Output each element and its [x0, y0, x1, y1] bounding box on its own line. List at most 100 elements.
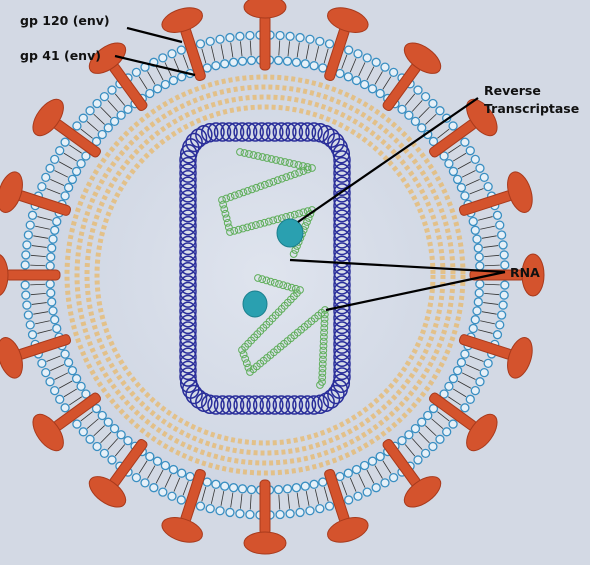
rna-nucleotide	[318, 364, 327, 373]
lipid-tail	[477, 329, 493, 334]
lipid-head-outer	[388, 67, 399, 78]
lipid-head-outer	[495, 320, 505, 330]
lipid-tail	[93, 425, 105, 437]
lipid-head-inner	[439, 389, 449, 399]
rna-strand-upper	[218, 148, 316, 258]
lipid-tail	[483, 245, 499, 248]
lipid-head-outer	[496, 230, 507, 240]
spike	[32, 98, 102, 158]
lipid-tail	[35, 320, 50, 325]
lipid-head-outer	[20, 280, 30, 290]
rna-nucleotide	[282, 173, 291, 182]
capsid-protein	[179, 156, 197, 177]
lipid-head-inner	[404, 110, 414, 120]
lipid-tail	[138, 76, 148, 90]
capsid-protein	[246, 395, 264, 415]
lipid-head-outer	[72, 419, 82, 429]
lipid-head-outer	[362, 487, 372, 497]
rna-nucleotide	[290, 170, 299, 178]
rna-nucleotide	[306, 210, 315, 218]
lipid-head-outer	[275, 30, 285, 41]
rna-nucleotide	[263, 154, 271, 162]
rna-nucleotide	[256, 219, 265, 228]
lipid-tail	[35, 225, 50, 230]
capsid-protein	[266, 395, 284, 415]
capsid-protein	[292, 395, 310, 415]
capsid-protein	[279, 122, 297, 142]
lipid-head-outer	[85, 106, 95, 116]
rna-nucleotide	[230, 226, 239, 235]
lipid-tail	[358, 473, 366, 488]
rna-nucleotide	[244, 363, 253, 372]
capsid-protein	[333, 216, 351, 236]
gp120-head	[243, 0, 287, 19]
rna-nucleotide	[220, 205, 229, 214]
lipid-head-inner	[81, 389, 91, 399]
rna-nucleotide	[303, 218, 311, 226]
lipid-head-outer	[149, 483, 159, 493]
spike	[243, 479, 287, 555]
gp120-head	[507, 337, 533, 379]
rna-nucleotide	[224, 223, 233, 232]
lipid-tail	[425, 425, 437, 437]
capsid-protein	[311, 394, 329, 415]
lipid-tail	[182, 54, 189, 69]
lipid-head-inner	[211, 479, 221, 489]
lipid-head-outer	[205, 504, 215, 514]
lipid-tail	[314, 489, 320, 504]
gp120-label: gp 120 (env)	[20, 13, 110, 28]
capsid-protein	[179, 347, 197, 368]
capsid-protein	[333, 367, 351, 387]
rna-nucleotide	[264, 217, 273, 226]
lipid-tail	[366, 469, 375, 484]
lipid-tail	[358, 62, 366, 77]
capsid-protein	[298, 395, 317, 415]
lipid-tail	[50, 179, 65, 186]
lipid-head-inner	[452, 174, 463, 185]
capsid-protein	[285, 395, 304, 415]
capsid-protein	[239, 395, 258, 415]
lipid-tail	[411, 438, 423, 450]
capsid-protein	[207, 122, 225, 142]
gp120-head	[327, 7, 369, 33]
capsid-protein	[201, 122, 219, 143]
reverse-transcriptase-molecules	[242, 218, 304, 318]
lipid-tail	[465, 179, 480, 186]
lipid-tail	[155, 66, 164, 81]
lipid-head-outer	[483, 182, 493, 192]
rna-nucleotide	[320, 324, 329, 332]
rna-nucleotide	[258, 153, 267, 161]
lipid-tail	[210, 46, 216, 61]
lipid-head-outer	[305, 506, 315, 516]
rna-nucleotide	[290, 210, 299, 219]
lipid-tail	[296, 492, 300, 508]
rna-nucleotide	[248, 185, 256, 194]
gp41-stalk	[259, 14, 271, 71]
capsid-protein	[285, 122, 304, 142]
lipid-head-outer	[428, 441, 438, 452]
lipid-head-inner	[452, 365, 463, 376]
lipid-head-outer	[23, 310, 34, 320]
capsid-protein	[252, 122, 271, 142]
lipid-head-outer	[41, 367, 51, 378]
lipid-head-inner	[474, 252, 484, 262]
lipid-head-inner	[47, 297, 57, 307]
lipid-head-inner	[60, 349, 70, 359]
gp120-head	[327, 517, 369, 543]
lipid-tail	[366, 66, 375, 81]
lipid-head-inner	[282, 484, 293, 494]
lipid-head-outer	[60, 137, 70, 147]
lipid-head-inner	[48, 306, 58, 316]
lipid-tail	[382, 460, 392, 474]
capsid-protein	[333, 229, 351, 249]
lipid-head-outer	[460, 137, 470, 147]
lipid-head-inner	[46, 288, 56, 298]
lipid-head-outer	[475, 377, 485, 387]
capsid-protein	[333, 347, 351, 368]
lipid-head-inner	[404, 430, 414, 440]
capsid-protein	[213, 395, 232, 415]
spike	[458, 334, 533, 379]
lipid-head-outer	[78, 113, 88, 123]
capsid-protein	[233, 122, 251, 142]
